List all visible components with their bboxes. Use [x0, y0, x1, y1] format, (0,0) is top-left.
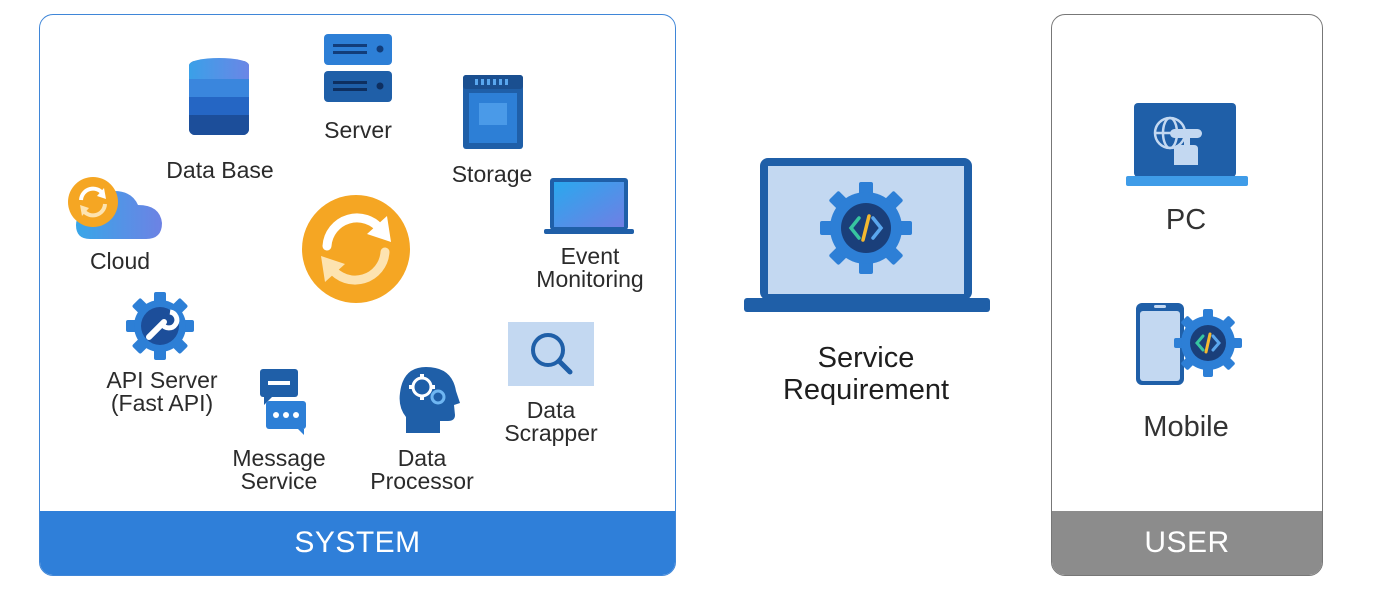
- system-panel: Data Base Server Storage: [39, 14, 676, 576]
- mobile-label: Mobile: [1143, 411, 1229, 443]
- cloud-label: Cloud: [89, 248, 151, 274]
- server-icon: [324, 34, 392, 102]
- user-panel: PC Mobile USER: [1051, 14, 1323, 576]
- cloud-sync-icon: [68, 177, 162, 239]
- magnifier-icon: [508, 322, 594, 386]
- brain-gear-icon: [399, 367, 460, 433]
- database-label: Data Base: [166, 157, 274, 183]
- database-icon: [189, 58, 249, 135]
- api-gear-icon: [126, 292, 194, 360]
- code-gear-laptop-icon: [744, 158, 990, 312]
- api-server-label: API Server(Fast API): [106, 367, 218, 416]
- user-footer: USER: [1052, 511, 1322, 575]
- storage-icon: [463, 75, 523, 149]
- laptop-icon: [544, 178, 634, 234]
- sync-icon: [302, 195, 410, 303]
- pc-label: PC: [1165, 204, 1207, 236]
- message-icon: [260, 369, 306, 435]
- storage-label: Storage: [451, 161, 533, 187]
- globe-touch-laptop-icon: [1126, 103, 1248, 186]
- mobile-code-icon: [1136, 303, 1242, 385]
- server-label: Server: [324, 117, 392, 143]
- system-footer: SYSTEM: [40, 511, 675, 575]
